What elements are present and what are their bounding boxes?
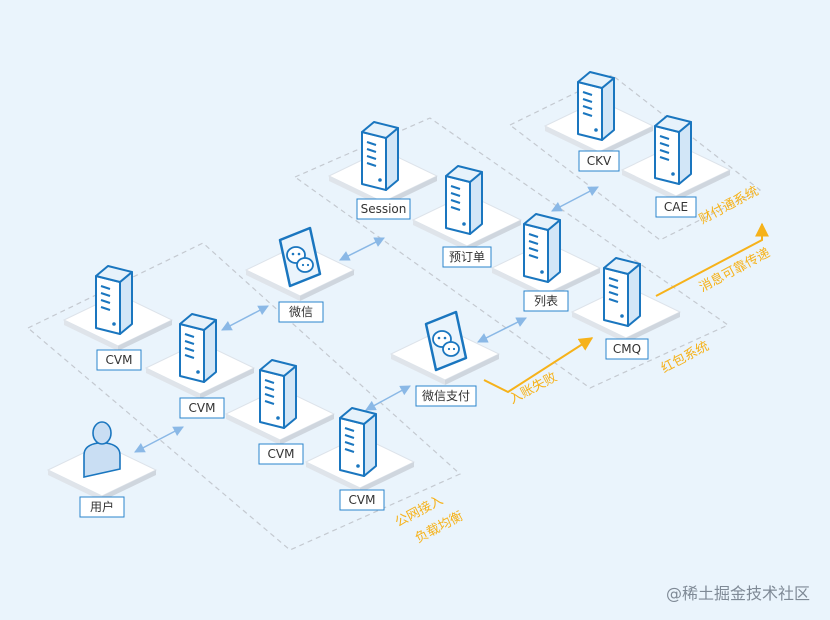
node-ckv[interactable]: CKV <box>578 150 620 172</box>
flow-reliable-message-label: 消息可靠传递 <box>696 245 772 296</box>
node-cvm-3[interactable]: CVM <box>258 443 304 465</box>
connector-cvm-wechatpay <box>365 385 411 411</box>
node-list-label: 列表 <box>534 294 558 308</box>
watermark: @稀土掘金技术社区 <box>666 584 810 603</box>
node-cvm-2-label: CVM <box>189 401 216 415</box>
cmq-server-icon <box>603 257 641 327</box>
node-cvm-1-label: CVM <box>106 353 133 367</box>
group-red-packet-label: 红包系统 <box>658 338 711 377</box>
node-cvm-4-label: CVM <box>349 493 376 507</box>
list-server-icon <box>523 213 561 283</box>
connector-wechatpay-list <box>477 317 527 343</box>
node-cvm-2[interactable]: CVM <box>179 397 225 419</box>
connector-cvm-wechat <box>221 305 269 331</box>
cae-server-icon <box>654 115 692 185</box>
session-server-icon <box>361 121 399 191</box>
servers <box>95 71 692 477</box>
connector-list-ckv <box>551 186 599 212</box>
node-session[interactable]: Session <box>356 198 411 220</box>
node-list[interactable]: 列表 <box>523 290 569 312</box>
node-user[interactable]: 用户 <box>79 496 125 518</box>
ckv-server-icon <box>577 71 615 141</box>
user-person-icon <box>83 421 121 478</box>
node-cae-label: CAE <box>664 200 688 214</box>
node-cmq[interactable]: CMQ <box>605 338 649 360</box>
node-cmq-label: CMQ <box>613 342 641 356</box>
node-user-label: 用户 <box>90 499 114 514</box>
node-session-label: Session <box>361 202 407 216</box>
flow-account-failure-line <box>483 337 594 394</box>
cvm3-server-icon <box>259 359 297 429</box>
node-labels: 用户 CVM CVM CVM CVM 微信 微信支付 Session <box>79 150 697 518</box>
accent-flows <box>483 222 769 394</box>
node-cvm-3-label: CVM <box>268 447 295 461</box>
cvm2-server-icon <box>179 313 217 383</box>
icons <box>83 226 468 478</box>
node-wechat-pay-label: 微信支付 <box>422 389 470 403</box>
public-access-group-outline <box>26 242 462 551</box>
cvm4-server-icon <box>339 407 377 477</box>
node-cae[interactable]: CAE <box>655 196 697 218</box>
node-wechat-pay[interactable]: 微信支付 <box>415 385 477 407</box>
wechat-chat-icon <box>278 226 322 288</box>
wechat-pay-chat-icon <box>424 310 468 372</box>
node-preorder[interactable]: 预订单 <box>442 246 492 268</box>
connector-wechat-session <box>339 237 385 261</box>
node-cvm-4[interactable]: CVM <box>339 489 385 511</box>
node-ckv-label: CKV <box>587 154 612 168</box>
flow-reliable-message-line <box>655 222 769 297</box>
node-preorder-label: 预订单 <box>449 250 485 264</box>
cvm1-server-icon <box>95 265 133 335</box>
connector-user-cvm <box>134 426 184 453</box>
preorder-server-icon <box>445 165 483 235</box>
connectors <box>134 186 599 453</box>
group-tenpay-label: 财付通系统 <box>697 184 761 228</box>
node-cvm-1[interactable]: CVM <box>96 349 142 371</box>
node-wechat-label: 微信 <box>289 305 313 319</box>
node-wechat[interactable]: 微信 <box>278 301 324 323</box>
